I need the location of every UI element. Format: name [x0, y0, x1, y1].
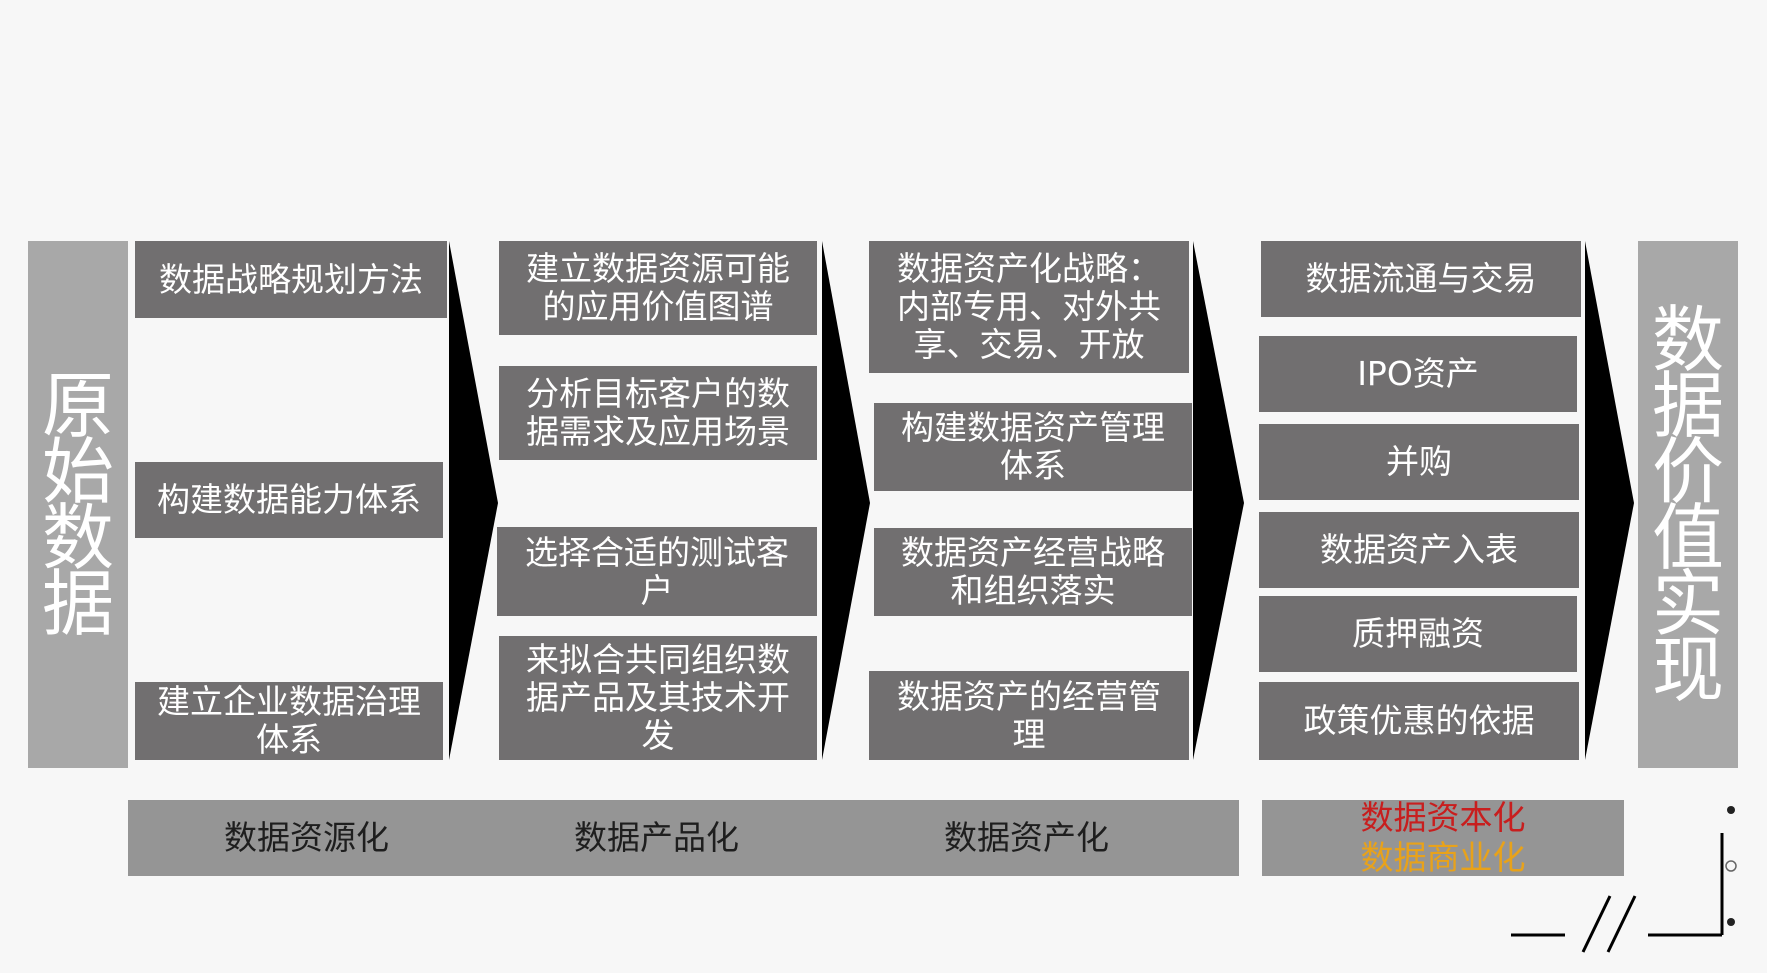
stage-label-1: 数据资源化: [224, 818, 389, 857]
right-label-text: 数据价值实现: [1652, 297, 1725, 712]
box-col2-item2: 分析目标客户的数 据需求及应用场景: [499, 366, 817, 460]
left-label-text: 原始数据: [42, 363, 115, 646]
arrow-4: [1585, 241, 1634, 760]
left-label: 原始数据: [28, 241, 128, 768]
box-col1-item2: 构建数据能力体系: [135, 462, 443, 538]
arrow-2: [822, 241, 870, 760]
box-col3-item1: 数据资产化战略： 内部专用、对外共 享、交易、开放: [869, 241, 1189, 373]
arrow-3: [1193, 241, 1244, 760]
stage-label-2: 数据产品化: [574, 818, 739, 857]
box-col3-item4: 数据资产的经营管 理: [869, 671, 1189, 760]
right-label: 数据价值实现: [1638, 241, 1738, 768]
box-col3-item3: 数据资产经营战略 和组织落实: [874, 528, 1192, 616]
box-col4-item1: 数据流通与交易: [1261, 241, 1581, 317]
box-col1-item3: 建立企业数据治理 体系: [135, 682, 443, 760]
arrow-1: [449, 241, 498, 760]
box-col4-item4: 数据资产入表: [1259, 512, 1579, 588]
stage-label-3: 数据资产化: [944, 818, 1109, 857]
box-col3-item2: 构建数据资产管理 体系: [874, 403, 1192, 491]
box-col2-item3: 选择合适的测试客 户: [497, 527, 817, 616]
stage-band: 数据资源化 数据产品化 数据资产化: [128, 800, 1239, 876]
stage-band-capital: 数据资本化 数据商业化: [1262, 798, 1624, 877]
box-col1-item1: 数据战略规划方法: [135, 241, 447, 318]
box-col4-item6: 政策优惠的依据: [1259, 682, 1579, 760]
commerce-label: 数据商业化: [1360, 838, 1526, 877]
box-col2-item4: 来拟合共同组织数 据产品及其技术开 发: [499, 636, 817, 760]
box-col4-item2: IPO资产: [1259, 336, 1577, 412]
box-col4-item3: 并购: [1259, 424, 1579, 500]
capital-label: 数据资本化: [1360, 798, 1526, 837]
box-col2-item1: 建立数据资源可能 的应用价值图谱: [499, 241, 817, 335]
box-col4-item5: 质押融资: [1259, 596, 1577, 672]
